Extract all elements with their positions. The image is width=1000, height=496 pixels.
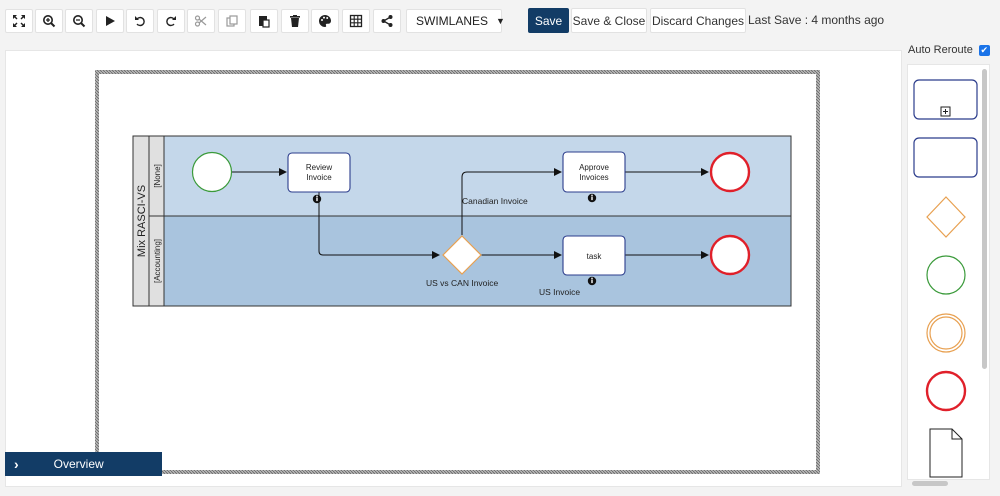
- zoom-out-icon[interactable]: [65, 9, 93, 33]
- task-review-invoice[interactable]: Review Invoice: [287, 152, 351, 193]
- play-icon[interactable]: [96, 9, 124, 33]
- horizontal-scrollbar[interactable]: [912, 481, 948, 486]
- grid-icon[interactable]: [342, 9, 370, 33]
- flow-review-to-gateway[interactable]: [318, 191, 440, 259]
- end-event-approve[interactable]: [709, 151, 751, 193]
- swimlanes-label: SWIMLANES: [416, 14, 489, 28]
- discard-changes-button[interactable]: Discard Changes: [650, 8, 746, 33]
- start-event[interactable]: [191, 151, 233, 193]
- caret-down-icon: ▼: [496, 16, 505, 26]
- overview-label: Overview: [53, 457, 104, 471]
- share-icon[interactable]: [373, 9, 401, 33]
- task-generic[interactable]: task: [562, 235, 626, 276]
- svg-text:Review: Review: [306, 163, 332, 172]
- info-icon[interactable]: [587, 193, 597, 203]
- palette-icon[interactable]: [311, 9, 339, 33]
- auto-reroute-label: Auto Reroute: [908, 44, 973, 56]
- palette-gateway[interactable]: [908, 195, 983, 239]
- copy-icon[interactable]: [218, 9, 246, 33]
- save-close-button[interactable]: Save & Close: [571, 8, 647, 33]
- save-button[interactable]: Save: [528, 8, 569, 33]
- label-canadian-invoice: Canadian Invoice: [462, 196, 528, 206]
- info-icon[interactable]: [312, 194, 322, 204]
- page-frame: [95, 70, 820, 474]
- pool-label: Mix RASCI-VS: [136, 185, 148, 257]
- task-approve-invoices[interactable]: Approve Invoices: [562, 151, 626, 193]
- info-icon[interactable]: [587, 276, 597, 286]
- lane-label-none: [None]: [153, 164, 162, 188]
- shape-palette: [907, 64, 990, 480]
- lane-label-accounting: [Accounting]: [153, 239, 162, 283]
- chevron-right-icon: ›: [14, 456, 19, 472]
- paste-icon[interactable]: [250, 9, 278, 33]
- svg-text:Invoice: Invoice: [306, 173, 332, 182]
- label-us-invoice: US Invoice: [539, 287, 580, 297]
- palette-data-object[interactable]: [908, 427, 983, 479]
- delete-icon[interactable]: [281, 9, 309, 33]
- end-event-task[interactable]: [709, 234, 751, 276]
- lane-accounting[interactable]: [Accounting]: [148, 215, 792, 307]
- palette-start-event[interactable]: [908, 253, 983, 297]
- svg-text:Invoices: Invoices: [579, 173, 608, 182]
- svg-text:task: task: [587, 252, 603, 261]
- diagram-svg: Mix RASCI-VS [None] [Accounting]: [95, 70, 820, 474]
- palette-scrollbar[interactable]: [982, 69, 987, 369]
- undo-icon[interactable]: [126, 9, 154, 33]
- auto-reroute: Auto Reroute ✔: [908, 44, 990, 56]
- palette-task[interactable]: [908, 137, 983, 179]
- flow-canadian[interactable]: [461, 168, 562, 235]
- toolbar: SWIMLANES ▼ Save Save & Close Discard Ch…: [0, 0, 1000, 44]
- diagram-canvas[interactable]: Mix RASCI-VS [None] [Accounting]: [5, 50, 902, 487]
- swimlanes-dropdown[interactable]: SWIMLANES ▼: [406, 9, 505, 33]
- palette-subprocess[interactable]: [908, 79, 983, 121]
- lane-none[interactable]: [None]: [148, 135, 792, 217]
- exclusive-gateway[interactable]: [442, 235, 482, 275]
- overview-toggle[interactable]: › Overview: [5, 452, 162, 476]
- fit-screen-icon[interactable]: [5, 9, 33, 33]
- palette-intermediate-event[interactable]: [908, 311, 983, 355]
- label-us-vs-can-invoice: US vs CAN Invoice: [426, 278, 499, 288]
- last-save-status: Last Save : 4 months ago: [748, 13, 885, 27]
- palette-end-event[interactable]: [908, 369, 983, 413]
- redo-icon[interactable]: [157, 9, 185, 33]
- zoom-in-icon[interactable]: [35, 9, 63, 33]
- cut-icon[interactable]: [187, 9, 215, 33]
- svg-text:Approve: Approve: [579, 163, 609, 172]
- sequence-flows: [232, 168, 709, 259]
- auto-reroute-checkbox[interactable]: ✔: [978, 44, 990, 56]
